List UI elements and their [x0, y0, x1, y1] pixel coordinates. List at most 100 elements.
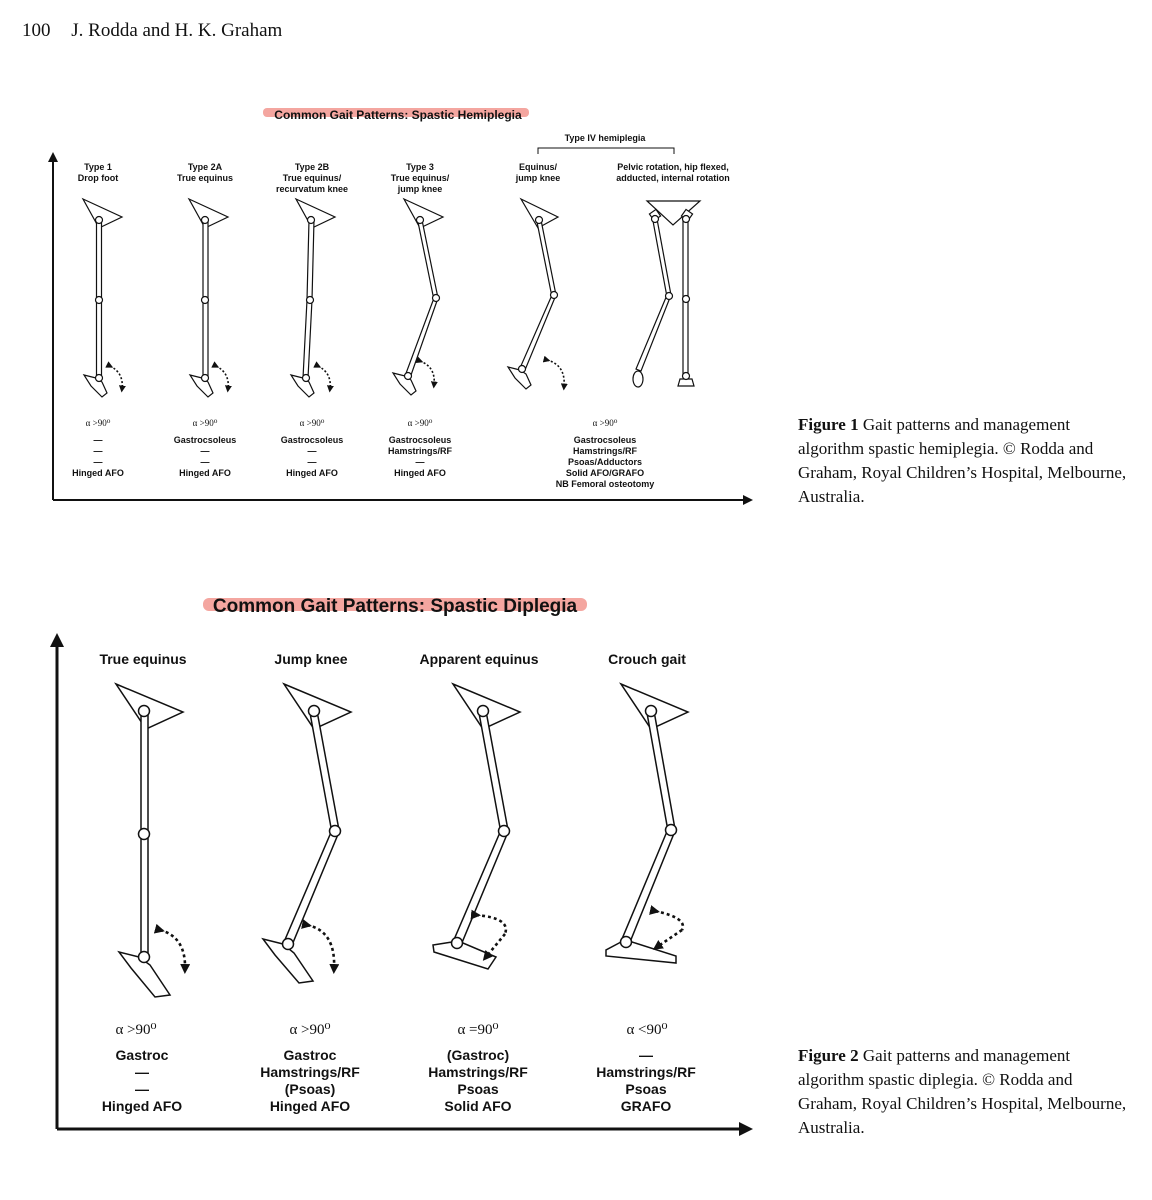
- svg-text:Type 1: Type 1: [84, 162, 112, 172]
- svg-text:(Gastroc): (Gastroc): [447, 1047, 509, 1063]
- svg-text:NB Femoral osteotomy: NB Femoral osteotomy: [556, 479, 655, 489]
- type4-management: Gastrocsoleus Hamstrings/RF Psoas/Adduct…: [556, 435, 655, 489]
- svg-text:GRAFO: GRAFO: [621, 1098, 672, 1114]
- svg-text:Solid AFO: Solid AFO: [444, 1098, 511, 1114]
- svg-text:—: —: [135, 1064, 149, 1080]
- svg-text:Hinged AFO: Hinged AFO: [179, 468, 231, 478]
- svg-text:—: —: [308, 446, 317, 456]
- leg-drop-foot: [83, 199, 122, 397]
- col1-heading: Type 1 Drop foot: [78, 162, 119, 183]
- col3-management: (Gastroc) Hamstrings/RF Psoas Solid AFO: [428, 1047, 528, 1114]
- col2-management: Gastrocsoleus — — Hinged AFO: [174, 435, 237, 478]
- col2-management: Gastroc Hamstrings/RF (Psoas) Hinged AFO: [260, 1047, 360, 1114]
- svg-text:—: —: [94, 435, 103, 445]
- svg-text:(Psoas): (Psoas): [285, 1081, 336, 1097]
- col1-management: Gastroc — — Hinged AFO: [102, 1047, 182, 1114]
- figure-title: Common Gait Patterns: Spastic Diplegia: [213, 596, 578, 617]
- svg-text:Pelvic rotation, hip flexed,: Pelvic rotation, hip flexed,: [617, 162, 729, 172]
- running-head: 100 J. Rodda and H. K. Graham: [22, 20, 282, 42]
- svg-text:adducted, internal rotation: adducted, internal rotation: [616, 173, 730, 183]
- svg-text:Type 2A: Type 2A: [188, 162, 223, 172]
- svg-text:Drop foot: Drop foot: [78, 173, 119, 183]
- svg-text:—: —: [201, 446, 210, 456]
- col3-heading: Apparent equinus: [419, 651, 538, 667]
- type4-angle: α >90⁰: [593, 418, 618, 428]
- leg-diagrams: [116, 684, 688, 997]
- svg-text:Hinged AFO: Hinged AFO: [270, 1098, 350, 1114]
- svg-text:Psoas: Psoas: [457, 1081, 498, 1097]
- svg-text:True equinus/: True equinus/: [391, 173, 450, 183]
- svg-text:Hamstrings/RF: Hamstrings/RF: [428, 1064, 528, 1080]
- col3-angle: α >90⁰: [300, 418, 325, 428]
- col4-heading: Type 3 True equinus/ jump knee: [391, 162, 450, 194]
- col4-management: — Hamstrings/RF Psoas GRAFO: [596, 1047, 696, 1114]
- leg-jump-knee: [393, 199, 443, 395]
- col2-angle: α >90⁰: [193, 418, 218, 428]
- page-number: 100: [22, 20, 51, 41]
- leg-recurvatum-knee: [291, 199, 335, 397]
- svg-text:Gastroc: Gastroc: [116, 1047, 169, 1063]
- svg-text:Hamstrings/RF: Hamstrings/RF: [596, 1064, 696, 1080]
- svg-text:Solid AFO/GRAFO: Solid AFO/GRAFO: [566, 468, 644, 478]
- svg-text:—: —: [94, 457, 103, 467]
- figure-2-label: Figure 2: [798, 1046, 859, 1065]
- svg-text:Hamstrings/RF: Hamstrings/RF: [260, 1064, 360, 1080]
- col3-heading: Type 2B True equinus/ recurvatum knee: [276, 162, 348, 194]
- svg-text:Gastroc: Gastroc: [284, 1047, 337, 1063]
- svg-text:—: —: [201, 457, 210, 467]
- figure-2-spastic-diplegia: Common Gait Patterns: Spastic Diplegia T…: [0, 585, 770, 1145]
- svg-text:Psoas/Adductors: Psoas/Adductors: [568, 457, 642, 467]
- col2-heading: Jump knee: [274, 651, 347, 667]
- leg-true-equinus: [189, 199, 228, 397]
- leg-crouch-gait: [606, 684, 688, 963]
- svg-text:Gastrocsoleus: Gastrocsoleus: [174, 435, 237, 445]
- svg-text:—: —: [94, 446, 103, 456]
- svg-text:Hinged AFO: Hinged AFO: [286, 468, 338, 478]
- svg-text:jump knee: jump knee: [515, 173, 561, 183]
- svg-text:Gastrocsoleus: Gastrocsoleus: [389, 435, 452, 445]
- leg-true-equinus: [116, 684, 185, 997]
- svg-text:Hamstrings/RF: Hamstrings/RF: [573, 446, 638, 456]
- leg-jump-knee: [263, 684, 351, 983]
- col4-angle: α >90⁰: [408, 418, 433, 428]
- svg-text:True equinus: True equinus: [177, 173, 233, 183]
- leg-diagrams: [83, 199, 700, 397]
- svg-text:—: —: [416, 457, 425, 467]
- svg-text:jump knee: jump knee: [397, 184, 443, 194]
- svg-text:—: —: [308, 457, 317, 467]
- leg-type4-equinus-jump-knee: [508, 199, 564, 389]
- figure-2-caption: Figure 2 Gait patterns and management al…: [798, 1044, 1134, 1140]
- leg-apparent-equinus: [433, 684, 520, 969]
- col2-angle: α >90⁰: [289, 1022, 330, 1038]
- svg-text:Hinged AFO: Hinged AFO: [72, 468, 124, 478]
- leg-type4-pelvic-rotation: [633, 201, 700, 387]
- col3-management: Gastrocsoleus — — Hinged AFO: [281, 435, 344, 478]
- col1-management: — — — Hinged AFO: [72, 435, 124, 478]
- col2-heading: Type 2A True equinus: [177, 162, 233, 183]
- figure-1-label: Figure 1: [798, 415, 859, 434]
- svg-text:Psoas: Psoas: [625, 1081, 666, 1097]
- svg-text:Hinged AFO: Hinged AFO: [394, 468, 446, 478]
- figure-title: Common Gait Patterns: Spastic Hemiplegia: [274, 108, 522, 122]
- col1-heading: True equinus: [99, 651, 186, 667]
- svg-text:True equinus/: True equinus/: [283, 173, 342, 183]
- running-head-authors: J. Rodda and H. K. Graham: [71, 20, 282, 41]
- svg-text:Type 2B: Type 2B: [295, 162, 330, 172]
- svg-text:recurvatum knee: recurvatum knee: [276, 184, 348, 194]
- svg-text:Hamstrings/RF: Hamstrings/RF: [388, 446, 453, 456]
- col4-angle: α <90⁰: [626, 1022, 667, 1038]
- col1-angle: α >90⁰: [86, 418, 111, 428]
- figure-1-caption: Figure 1 Gait patterns and management al…: [798, 413, 1134, 509]
- col4-heading: Crouch gait: [608, 651, 686, 667]
- col6-heading: Pelvic rotation, hip flexed, adducted, i…: [616, 162, 730, 183]
- svg-text:Type 3: Type 3: [406, 162, 434, 172]
- col1-angle: α >90⁰: [115, 1022, 156, 1038]
- svg-text:Gastrocsoleus: Gastrocsoleus: [574, 435, 637, 445]
- type-iv-label: Type IV hemiplegia: [565, 133, 647, 143]
- type-iv-bracket: [538, 148, 674, 154]
- col3-angle: α =90⁰: [457, 1022, 498, 1038]
- col4-management: Gastrocsoleus Hamstrings/RF — Hinged AFO: [388, 435, 453, 478]
- svg-text:Gastrocsoleus: Gastrocsoleus: [281, 435, 344, 445]
- svg-text:Hinged AFO: Hinged AFO: [102, 1098, 182, 1114]
- col5-heading: Equinus/ jump knee: [515, 162, 561, 183]
